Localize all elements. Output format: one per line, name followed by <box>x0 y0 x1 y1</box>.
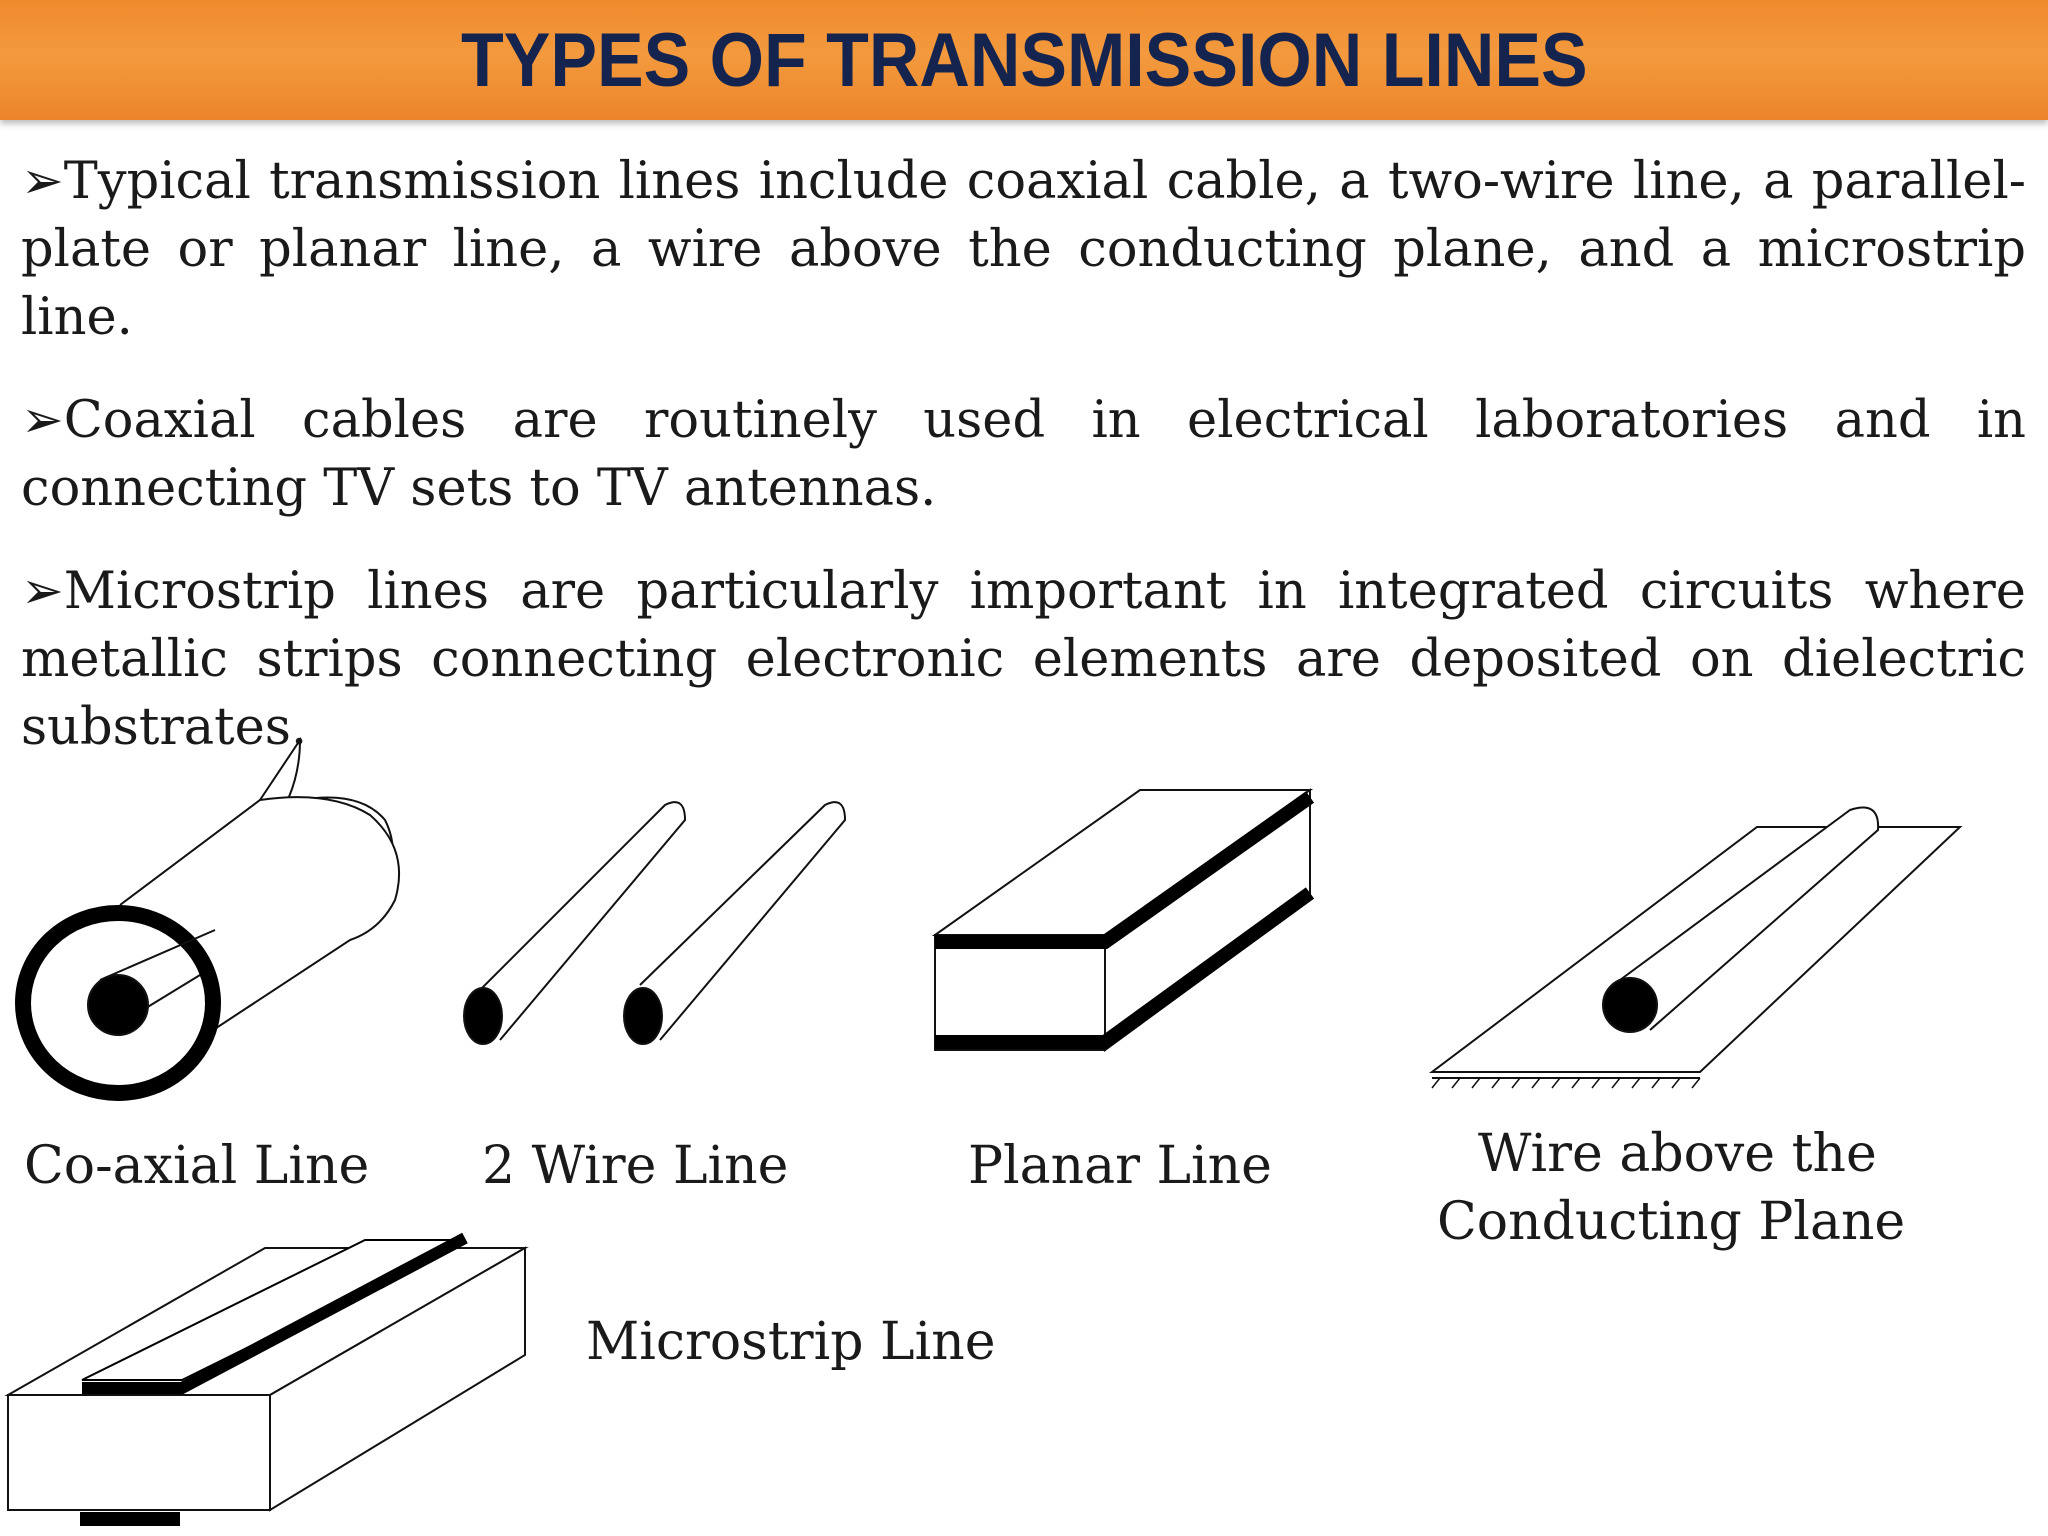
planar-line-illustration <box>931 788 1315 1052</box>
page-title: TYPES OF TRANSMISSION LINES <box>460 17 1588 103</box>
two-wire-line-illustration <box>463 801 847 1045</box>
bullet-paragraph-3: ➢Microstrip lines are particularly impor… <box>21 558 2026 762</box>
planar-line-label: Planar Line <box>968 1136 1272 1196</box>
bullet-arrow-icon: ➢ <box>21 391 64 450</box>
coaxial-line-illustration <box>15 736 401 1101</box>
microstrip-line-illustration <box>4 1232 529 1526</box>
microstrip-line-label: Microstrip Line <box>586 1312 996 1372</box>
wire-above-plane-label-line1: Wire above the <box>1478 1124 1877 1184</box>
paragraph-text: Typical transmission lines include coaxi… <box>21 152 2026 347</box>
bullet-arrow-icon: ➢ <box>21 152 64 211</box>
bullet-paragraph-2: ➢Coaxial cables are routinely used in el… <box>21 387 2026 523</box>
two-wire-line-label: 2 Wire Line <box>482 1136 789 1196</box>
paragraph-text: Microstrip lines are particularly import… <box>21 562 2026 757</box>
coaxial-line-label: Co-axial Line <box>24 1136 370 1196</box>
paragraph-text: Coaxial cables are routinely used in ele… <box>21 391 2026 518</box>
wire-above-plane-label-line2: Conducting Plane <box>1437 1192 1906 1252</box>
wire-above-plane-illustration <box>1429 806 1963 1089</box>
title-bar: TYPES OF TRANSMISSION LINES <box>0 0 2048 120</box>
bullet-arrow-icon: ➢ <box>21 562 64 621</box>
bullet-paragraph-1: ➢Typical transmission lines include coax… <box>21 148 2026 352</box>
